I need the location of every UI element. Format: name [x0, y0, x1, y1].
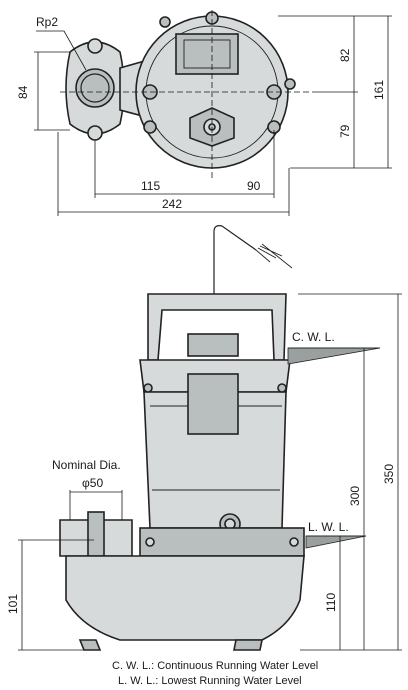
pump-casing — [65, 555, 305, 641]
cwl-label: C. W. L. — [292, 330, 335, 344]
frame-bolt-right — [277, 383, 287, 393]
cwl-marker — [287, 347, 381, 365]
thread-label: Rp2 — [36, 15, 58, 29]
top-view: Rp2 84 82 79 161 115 90 242 — [16, 10, 392, 216]
dim-110: 110 — [324, 593, 338, 612]
frame-bolt-left — [143, 383, 153, 393]
frame-front-panel — [187, 373, 239, 435]
motor-bolt-lower-left — [143, 120, 157, 134]
discharge-outlet — [75, 68, 115, 108]
outlet-bore — [80, 73, 110, 103]
cable-wires — [255, 243, 293, 269]
lwl-note: L. W. L.: Lowest Running Water Level — [118, 675, 302, 687]
foot-left — [78, 639, 102, 651]
pump-flange-band — [139, 527, 305, 557]
dim-79: 79 — [338, 124, 352, 138]
nominal-label: Nominal Dia. — [52, 458, 121, 472]
cable-gland — [187, 333, 239, 357]
dim-82: 82 — [338, 48, 352, 62]
dim-161: 161 — [372, 80, 386, 100]
lwl-label: L. W. L. — [308, 520, 349, 534]
dim-115: 115 — [141, 179, 160, 193]
dim-84: 84 — [16, 85, 30, 99]
band-bolt-1 — [145, 537, 155, 547]
band-bolt-2 — [289, 537, 299, 547]
dim-300: 300 — [348, 486, 362, 506]
dim-350: 350 — [382, 464, 396, 484]
legend: C. W. L.: Continuous Running Water Level… — [112, 660, 318, 687]
motor-bolt-far-right — [284, 78, 296, 90]
lifting-handle — [175, 33, 239, 75]
dim-242: 242 — [162, 197, 182, 211]
thread-leader — [36, 30, 87, 71]
motor-bolt-upper-left — [159, 16, 171, 28]
power-cable — [213, 225, 257, 298]
side-view: Nominal Dia. φ50 C. W. L. L. W. L. 350 3… — [6, 225, 402, 651]
dim-90: 90 — [247, 179, 261, 193]
dim-101: 101 — [6, 594, 20, 614]
flange-bolt-bottom — [87, 125, 103, 141]
cwl-note: C. W. L.: Continuous Running Water Level — [112, 660, 318, 672]
discharge-stub — [87, 511, 105, 557]
lwl-marker — [305, 535, 367, 549]
flange-bolt-top — [87, 38, 103, 54]
foot-right — [233, 639, 263, 651]
nominal-value: φ50 — [82, 476, 103, 490]
handle-inner — [183, 39, 231, 69]
